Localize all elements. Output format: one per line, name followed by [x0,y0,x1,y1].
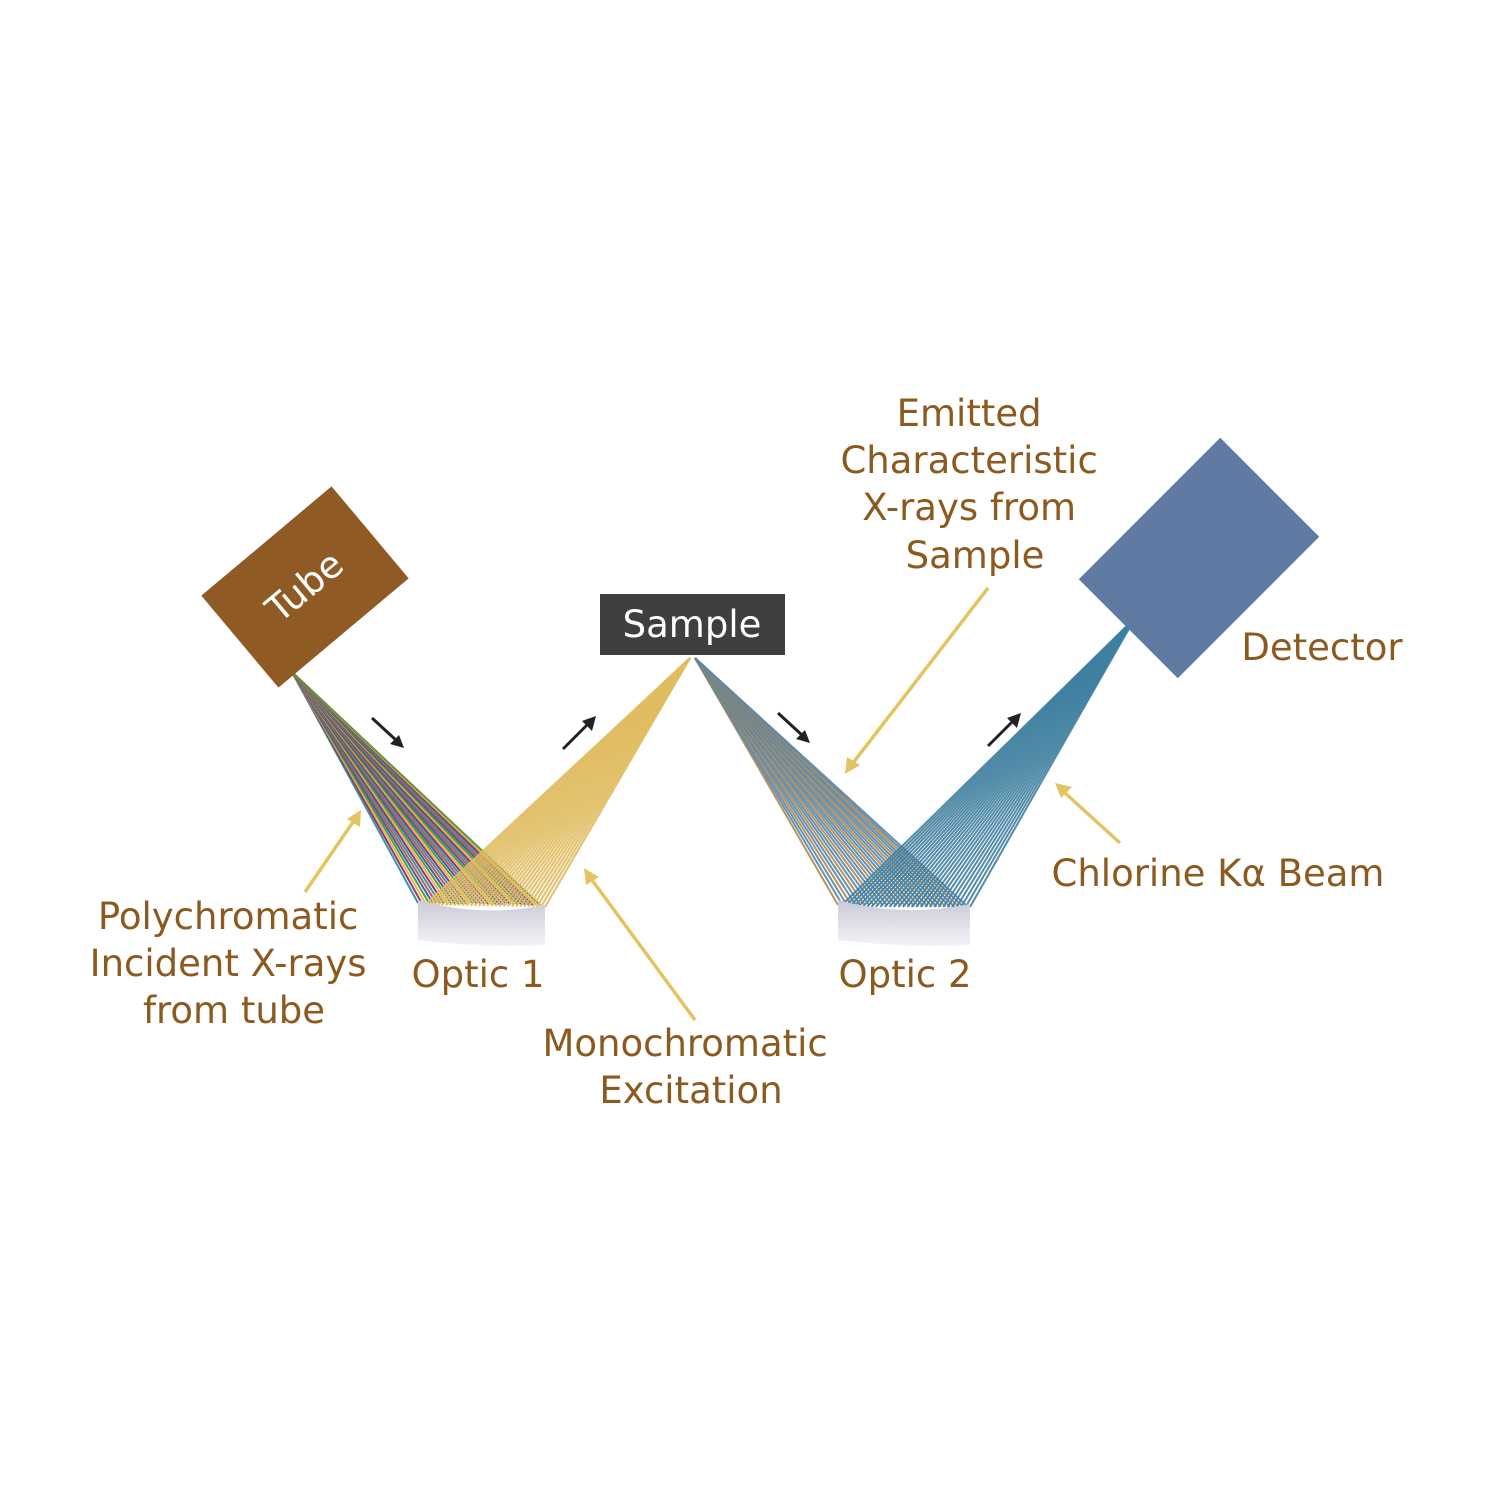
sample: Sample [600,594,785,655]
direction-arrows [370,711,1021,751]
sample-label: Sample [623,603,762,646]
sample-box [600,594,785,655]
optic-1-label: Optic 1 [411,953,544,996]
beam-ray [694,657,969,908]
emitted-xray-beam [694,657,969,908]
arrow-right-down-icon [776,711,810,743]
detector-body [1078,437,1320,679]
optic-2-crystal [838,900,970,946]
tube-body [201,486,409,688]
chlorine-ka-beam [839,617,1136,908]
optic-1-crystal [418,900,545,946]
polychromatic-annotation: Polychromatic Incident X-rays from tube [90,895,379,1032]
pointer-monochromatic [584,868,697,1022]
beam-ray [544,657,691,908]
pointer-polychromatic [303,810,361,893]
monochromatic-annotation: Monochromatic Excitation [542,1022,839,1112]
pointer-emitted [845,586,990,774]
pointer-chlorine [1055,783,1122,845]
detector-label: Detector [1241,626,1403,669]
x-ray-tube: Tube [201,486,409,688]
monochromatic-beam [424,657,691,908]
optic-2-label: Optic 2 [838,953,971,996]
emitted-annotation: Emitted Characteristic X-rays from Sampl… [840,392,1109,577]
detector [1078,437,1320,679]
annotation-pointers [303,586,1122,1022]
chlorine-beam-annotation: Chlorine Kα Beam [1052,852,1385,895]
labels: Detector Optic 1 Optic 2 Polychromatic I… [90,392,1404,1112]
arrow-right-up-icon [986,713,1021,748]
arrow-right-down-icon [370,716,404,748]
arrow-right-up-icon [561,716,596,751]
beam-ray [969,617,1136,908]
